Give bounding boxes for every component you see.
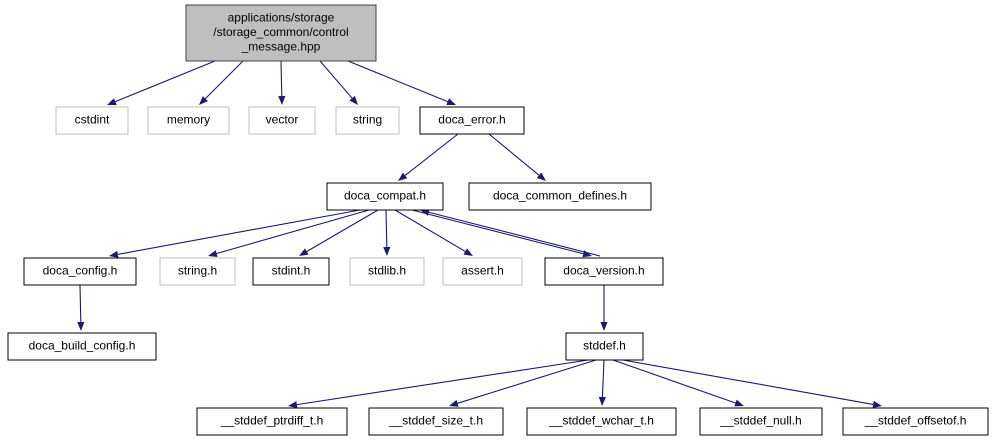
edge-doca_config-to-doca_build_config: [77, 284, 85, 331]
node-box[interactable]: [252, 257, 330, 286]
edge-doca_compat-to-doca_version: [411, 209, 592, 258]
node-layer: applications/storage/storage_common/cont…: [7, 4, 989, 436]
edge-doca_error-to-doca_compat: [398, 133, 459, 181]
edge-root-to-doca_error: [347, 60, 456, 105]
node-box[interactable]: [196, 407, 348, 436]
node-box[interactable]: [842, 407, 989, 436]
graph-node-stddef_null[interactable]: __stddef_null.h: [699, 407, 823, 436]
node-box[interactable]: [7, 332, 157, 361]
edge-root-to-cstdint: [107, 60, 216, 105]
node-box[interactable]: [349, 257, 425, 286]
edge-stddef_h-to-stddef_offsetof: [622, 359, 882, 408]
node-box[interactable]: [368, 407, 504, 436]
graph-node-stddef_offsetof[interactable]: __stddef_offsetof.h: [842, 407, 989, 436]
graph-node-stddef_size[interactable]: __stddef_size_t.h: [368, 407, 504, 436]
graph-node-root[interactable]: applications/storage/storage_common/cont…: [185, 4, 377, 62]
graph-node-stddef_h[interactable]: stddef.h: [565, 332, 644, 361]
node-box[interactable]: [419, 106, 525, 135]
graph-node-doca_config[interactable]: doca_config.h: [23, 257, 137, 286]
graph-node-string[interactable]: string: [335, 106, 400, 135]
graph-node-doca_error[interactable]: doca_error.h: [419, 106, 525, 135]
edge-stddef_h-to-stddef_null: [612, 359, 744, 407]
edge-doca_compat-to-assert_h: [394, 209, 473, 256]
edge-doca_error-to-doca_common_defines: [488, 133, 546, 181]
edge-doca_version-to-stddef_h: [600, 285, 608, 331]
node-box[interactable]: [248, 106, 316, 135]
graph-node-stddef_wchar[interactable]: __stddef_wchar_t.h: [526, 407, 677, 436]
edge-doca_version-to-doca_compat: [420, 208, 601, 257]
edge-doca_compat-to-doca_config: [109, 209, 361, 258]
node-box[interactable]: [326, 182, 444, 211]
node-box[interactable]: [335, 106, 400, 135]
node-box[interactable]: [544, 257, 664, 286]
graph-node-doca_compat[interactable]: doca_compat.h: [326, 182, 444, 211]
edge-stddef_h-to-stddef_ptrdiff: [288, 359, 589, 409]
node-box[interactable]: [526, 407, 677, 436]
node-box[interactable]: [55, 106, 129, 135]
graph-node-stdint_h[interactable]: stdint.h: [252, 257, 330, 286]
graph-node-doca_common_defines[interactable]: doca_common_defines.h: [468, 182, 652, 211]
edge-doca_compat-to-stdint_h: [299, 209, 379, 256]
edge-root-to-vector: [278, 60, 286, 105]
node-box[interactable]: [565, 332, 644, 361]
edge-stddef_h-to-stddef_wchar: [598, 359, 606, 406]
node-box[interactable]: [699, 407, 823, 436]
edge-root-to-string: [319, 60, 358, 105]
node-box[interactable]: [147, 106, 230, 135]
graph-node-doca_version[interactable]: doca_version.h: [544, 257, 664, 286]
graph-node-string_h[interactable]: string.h: [159, 257, 236, 286]
edge-doca_compat-to-string_h: [208, 209, 370, 257]
graph-node-assert_h[interactable]: assert.h: [442, 257, 523, 286]
graph-node-stdlib_h[interactable]: stdlib.h: [349, 257, 425, 286]
node-box[interactable]: [159, 257, 236, 286]
node-box[interactable]: [468, 182, 652, 211]
graph-node-cstdint[interactable]: cstdint: [55, 106, 129, 135]
graph-node-stddef_ptrdiff[interactable]: __stddef_ptrdiff_t.h: [196, 407, 348, 436]
edge-doca_compat-to-stdlib_h: [383, 209, 391, 256]
graph-node-memory[interactable]: memory: [147, 106, 230, 135]
node-box[interactable]: [185, 4, 377, 62]
edge-layer: [77, 60, 882, 409]
graph-node-vector[interactable]: vector: [248, 106, 316, 135]
node-box[interactable]: [442, 257, 523, 286]
edge-root-to-memory: [199, 60, 244, 105]
edge-stddef_h-to-stddef_size: [449, 359, 597, 407]
graph-node-doca_build_config[interactable]: doca_build_config.h: [7, 332, 157, 361]
node-box[interactable]: [23, 257, 137, 286]
